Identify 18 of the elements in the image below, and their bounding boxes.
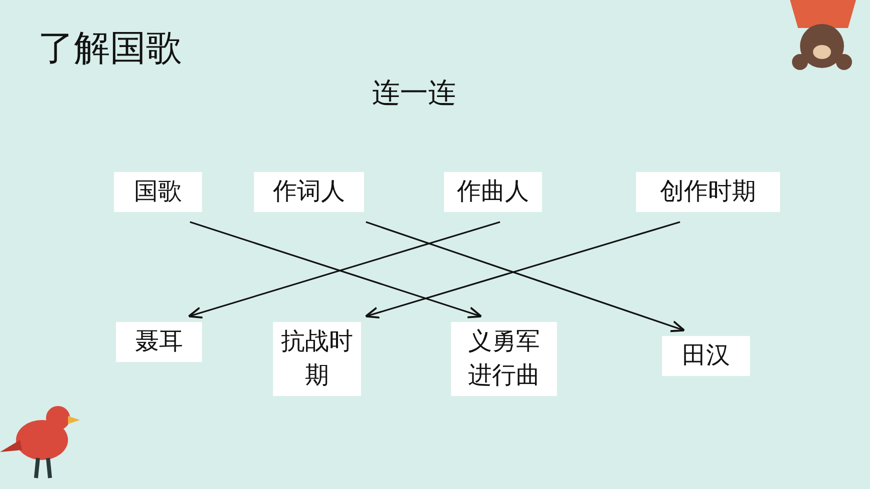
answer-card bbox=[254, 172, 364, 212]
answer-card bbox=[114, 172, 202, 212]
slide-title: 了解国歌 bbox=[38, 27, 182, 71]
answer-card bbox=[273, 322, 361, 396]
card-text: 义勇军进行曲 bbox=[467, 326, 541, 391]
instruction-text: 连一连 bbox=[372, 75, 456, 111]
card-text: 作曲人 bbox=[457, 176, 529, 208]
card-text: 作词人 bbox=[273, 176, 345, 208]
answer-card bbox=[444, 172, 542, 212]
card-text: 创作时期 bbox=[660, 176, 756, 208]
card-text: 田汉 bbox=[682, 340, 730, 372]
answer-card bbox=[662, 336, 750, 376]
answer-card bbox=[636, 172, 780, 212]
answer-card bbox=[451, 322, 557, 396]
card-text: 国歌 bbox=[134, 176, 182, 208]
answer-card bbox=[116, 322, 202, 362]
card-text: 聂耳 bbox=[135, 326, 183, 358]
card-text: 抗战时期 bbox=[281, 326, 353, 391]
